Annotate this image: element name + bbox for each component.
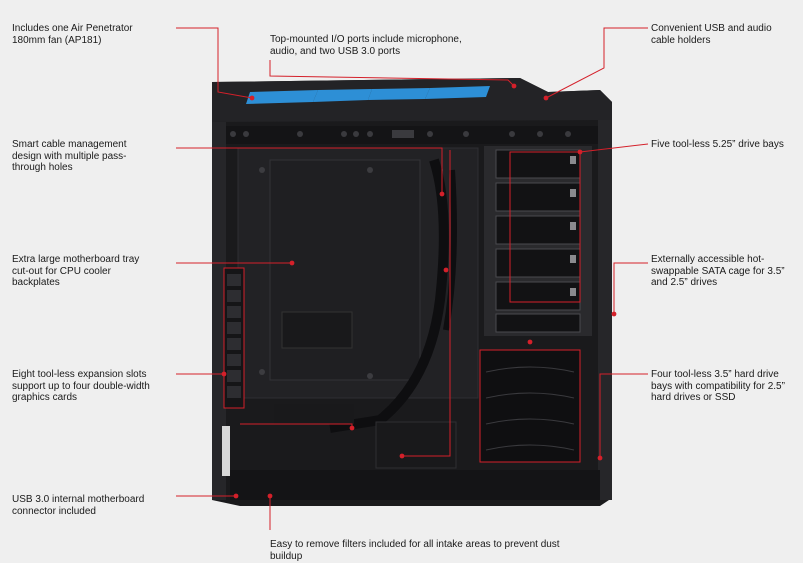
callout-usb-connector: USB 3.0 internal motherboard connector i… bbox=[12, 494, 145, 517]
callout-fan: Includes one Air Penetrator 180mm fan (A… bbox=[12, 23, 133, 46]
callout-io-ports: Top-mounted I/O ports include microphone… bbox=[270, 34, 462, 57]
expansion-slots bbox=[224, 268, 244, 408]
callout-drive-bays: Five tool-less 5.25” drive bays bbox=[651, 139, 784, 150]
usb-connector-graphic bbox=[222, 426, 230, 476]
callout-expansion: Eight tool-less expansion slots support … bbox=[12, 369, 150, 403]
drive-bays-5-25 bbox=[484, 146, 592, 336]
callout-tray-cutout: Extra large motherboard tray cut-out for… bbox=[12, 254, 140, 288]
motherboard-tray bbox=[237, 147, 479, 433]
callout-sata-cage: Externally accessible hot-swappable SATA… bbox=[651, 254, 785, 288]
hdd-bays bbox=[479, 349, 581, 463]
callout-filters: Easy to remove filters included for all … bbox=[270, 539, 560, 562]
callout-usb-holders: Convenient USB and audio cable holders bbox=[651, 23, 772, 46]
top-fan-grille bbox=[246, 86, 490, 104]
callout-hdd-bays: Four tool-less 3.5” hard drive bays with… bbox=[651, 369, 785, 403]
callout-cable-mgmt: Smart cable management design with multi… bbox=[12, 139, 127, 173]
